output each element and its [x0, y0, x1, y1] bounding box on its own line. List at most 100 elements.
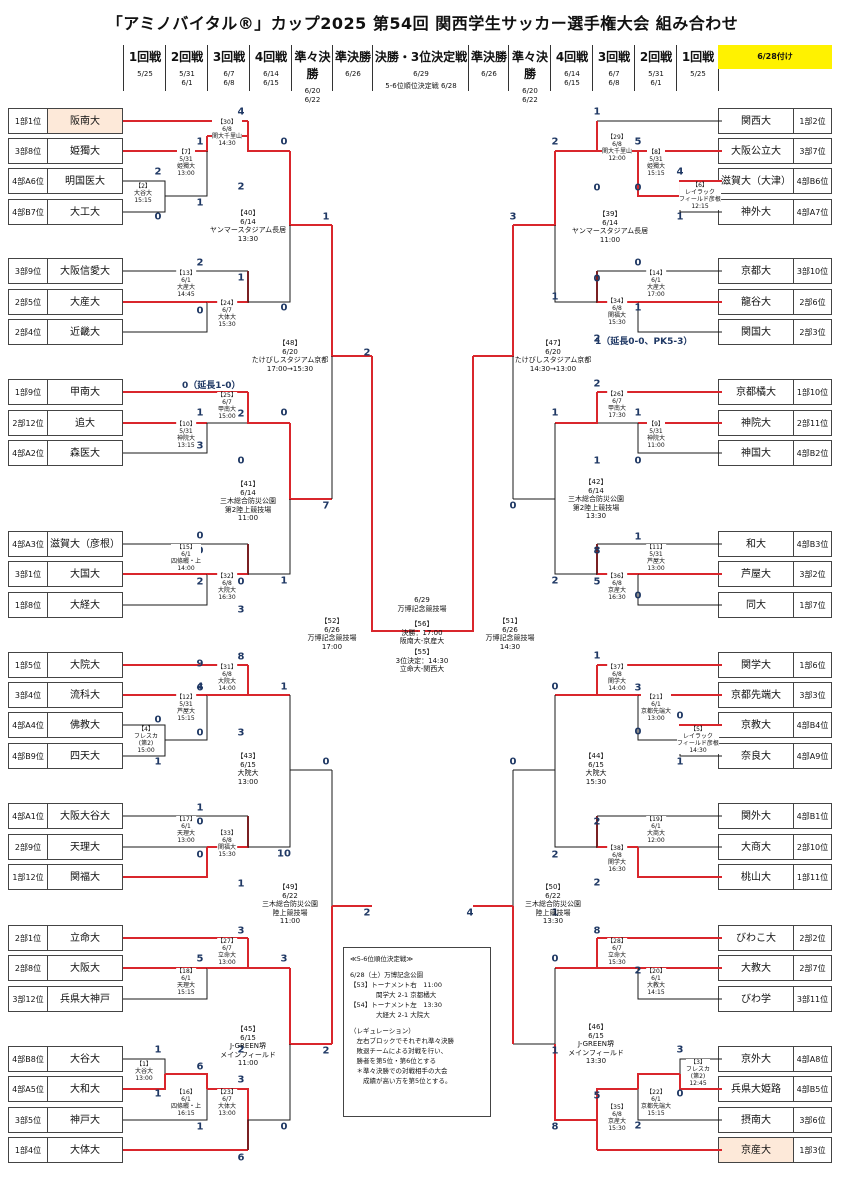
- team-seed: 3部6位: [793, 1107, 832, 1133]
- team-seed: 2部7位: [793, 955, 832, 981]
- bracket-line: [555, 938, 598, 969]
- team-name: 兵県大神戸: [47, 986, 123, 1012]
- score: 0: [509, 756, 517, 768]
- score: 0: [634, 257, 642, 269]
- team-name: 大院大: [47, 652, 123, 678]
- team-seed: 2部10位: [793, 834, 832, 860]
- team-name: 明国医大: [47, 168, 123, 194]
- bracket-line: [247, 499, 291, 575]
- team-seed: 4部B8位: [8, 1046, 48, 1072]
- bracket-line: [513, 151, 556, 226]
- team-seed: 1部12位: [8, 864, 48, 890]
- note-line: 【53】トーナメント右 11:00: [350, 981, 443, 989]
- team-seed: 2部8位: [8, 955, 48, 981]
- bracket-line: [165, 695, 208, 741]
- bracket-line: [679, 1074, 722, 1090]
- score: 3: [634, 682, 642, 694]
- team-name: 滋賀大（彦根）: [47, 531, 123, 557]
- team-seed: 1部10位: [793, 379, 832, 405]
- score: 0: [593, 273, 601, 285]
- team-seed: 4部B4位: [793, 712, 832, 738]
- team-name: 大国大: [47, 561, 123, 587]
- bracket-line: [473, 225, 514, 357]
- team-name: 姫獨大: [47, 138, 123, 164]
- team-name: 大産大: [47, 289, 123, 315]
- team-seed: 4部A2位: [8, 440, 48, 466]
- bracket-line: [637, 847, 722, 878]
- score: 2: [593, 877, 601, 889]
- team-name: 佛教大: [47, 712, 123, 738]
- score: 8: [551, 1121, 559, 1133]
- score: 0: [196, 530, 204, 542]
- round-name: 4回戦: [555, 50, 589, 64]
- round-name: 準決勝: [334, 50, 371, 64]
- team-name: 京産大: [718, 1137, 794, 1163]
- score: 0: [154, 211, 162, 223]
- team-seed: 2部1位: [8, 925, 48, 951]
- bracket-line: [554, 499, 598, 575]
- team-seed: 2部11位: [793, 410, 832, 436]
- match-info: 【3】フレスカ(第2)12:45: [685, 1059, 711, 1087]
- bracket-line: [554, 770, 598, 848]
- team-name: びわ学: [718, 986, 794, 1012]
- bracket-line: [637, 302, 722, 333]
- score: 1: [196, 1121, 204, 1133]
- score: 0: [280, 136, 288, 148]
- bracket-line: [513, 423, 556, 500]
- team-name: 関福大: [47, 864, 123, 890]
- round-name: 準決勝: [470, 50, 507, 64]
- team-seed: 3部11位: [793, 986, 832, 1012]
- score: 0: [280, 407, 288, 419]
- round-date: 6/29: [413, 70, 429, 78]
- score: 0: [551, 681, 559, 693]
- bracket-line: [371, 356, 420, 632]
- team-seed: 4部B5位: [793, 1076, 832, 1102]
- score: 0: [322, 756, 330, 768]
- bracket-line: [123, 423, 208, 454]
- score: 0: [634, 182, 642, 194]
- team-name: 大体大: [47, 1137, 123, 1163]
- score: 4: [237, 106, 245, 118]
- score: 1: [322, 211, 330, 223]
- score: 2: [593, 378, 601, 390]
- team-seed: 2部12位: [8, 410, 48, 436]
- score: 1: [676, 211, 684, 223]
- score: 1: [237, 272, 245, 284]
- team-name: 京都大: [718, 258, 794, 284]
- team-seed: 1部1位: [8, 108, 48, 134]
- score: 1: [196, 197, 204, 209]
- round-name: 4回戦: [254, 50, 288, 64]
- bracket-line: [123, 1089, 208, 1121]
- bracket-line: [123, 1058, 166, 1074]
- team-seed: 3部4位: [8, 682, 48, 708]
- team-name: 龍谷大: [718, 289, 794, 315]
- score: 8: [237, 651, 245, 663]
- round-date: 6/26: [481, 70, 497, 78]
- team-seed: 3部8位: [8, 138, 48, 164]
- bracket-line: [123, 574, 208, 606]
